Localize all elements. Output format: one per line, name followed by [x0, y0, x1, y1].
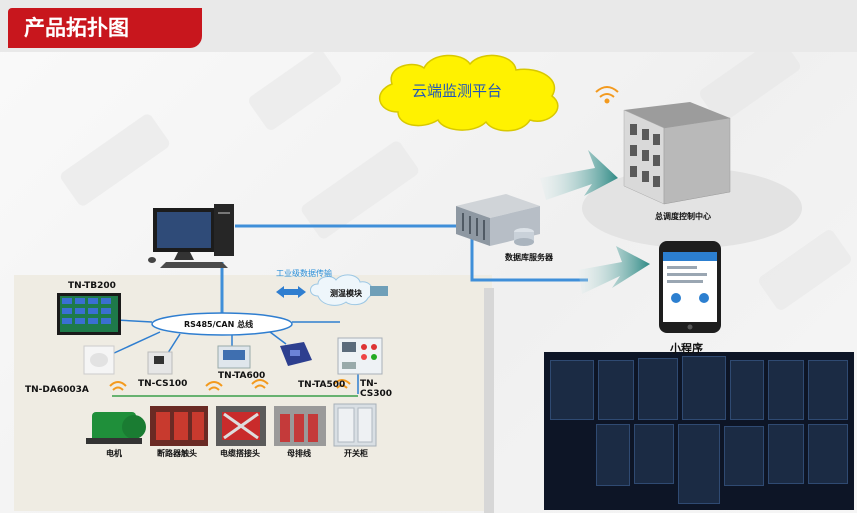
- dashboard-screen: [634, 424, 674, 484]
- arrow-to-center: [540, 150, 618, 200]
- temp-module-label: 测温模块: [330, 289, 362, 298]
- wifi-icon-row: [109, 379, 351, 391]
- equipment-label-motor: 电机: [106, 449, 122, 458]
- dashboard-screen: [730, 360, 764, 420]
- dashboard-screen: [808, 424, 848, 484]
- dashboard-screen: [638, 358, 678, 420]
- network-line: [470, 235, 588, 282]
- dashboard-screen: [596, 424, 630, 486]
- device-label-tb200: TN-TB200: [68, 281, 116, 291]
- dashboard-screen: [724, 426, 764, 486]
- dashboard-screen: [678, 424, 720, 504]
- cs100-device: [147, 351, 173, 375]
- wifi-icon: [595, 86, 619, 104]
- equipment-label-breaker: 断路器触头: [157, 449, 197, 458]
- mobile-phone-icon: [659, 241, 721, 333]
- server-icon: [456, 194, 540, 246]
- equipment-label-switchgear: 开关柜: [344, 449, 368, 458]
- device-label-ta500: TN-TA500: [298, 380, 346, 390]
- device-label-cs100: TN-CS100: [138, 379, 188, 389]
- da6003a-sensor: [83, 345, 115, 375]
- dashboard-screens-panel: [544, 352, 854, 510]
- equipment-label-busbar: 母排线: [287, 449, 311, 458]
- page-title: 产品拓扑图: [8, 8, 202, 48]
- equipment-label-cable: 电缆搭接头: [220, 449, 260, 458]
- dashboard-screen: [550, 360, 594, 420]
- panel-edge: [484, 288, 494, 513]
- computer-icon: [148, 204, 234, 268]
- switchgear-image: [333, 403, 377, 447]
- dashboard-screen: [808, 360, 848, 420]
- device-label-ta600: TN-TA600: [218, 371, 266, 381]
- cloud-platform: [379, 54, 559, 132]
- arrow-to-mobile: [578, 246, 650, 294]
- cs300-device: [337, 337, 383, 375]
- device-label-cs300: TN-: [360, 379, 378, 389]
- server-label: 数据库服务器: [505, 253, 553, 262]
- bus-ring: [151, 312, 293, 336]
- dashboard-screen: [768, 424, 804, 484]
- device-label-cs300-b: CS300: [360, 389, 393, 399]
- wireless-transfer-arrow: [276, 286, 306, 298]
- busbar-image: [274, 406, 326, 446]
- bus-label: RS485/CAN 总线: [184, 320, 254, 329]
- mobile-label: 小程序: [670, 342, 703, 355]
- dashboard-screen: [682, 356, 726, 420]
- breaker-contact-image: [150, 406, 208, 446]
- temp-module-icon: [370, 286, 388, 296]
- dashboard-screen: [768, 360, 804, 420]
- control-center-label: 总调度控制中心: [655, 212, 711, 221]
- building-icon: [582, 102, 802, 248]
- cloud-platform-label: 云端监测平台: [412, 82, 503, 100]
- motor-image: [86, 412, 146, 444]
- temp-module-cloud: [310, 274, 388, 306]
- dashboard-screen: [598, 360, 634, 420]
- ta500-device: [280, 342, 312, 366]
- device-label-da6003a: TN-DA6003A: [25, 385, 89, 395]
- ta600-device: [217, 345, 251, 369]
- tb200-screen: [57, 293, 121, 335]
- cable-joint-image: [216, 406, 266, 446]
- transfer-label: 工业级数据传输: [276, 269, 332, 278]
